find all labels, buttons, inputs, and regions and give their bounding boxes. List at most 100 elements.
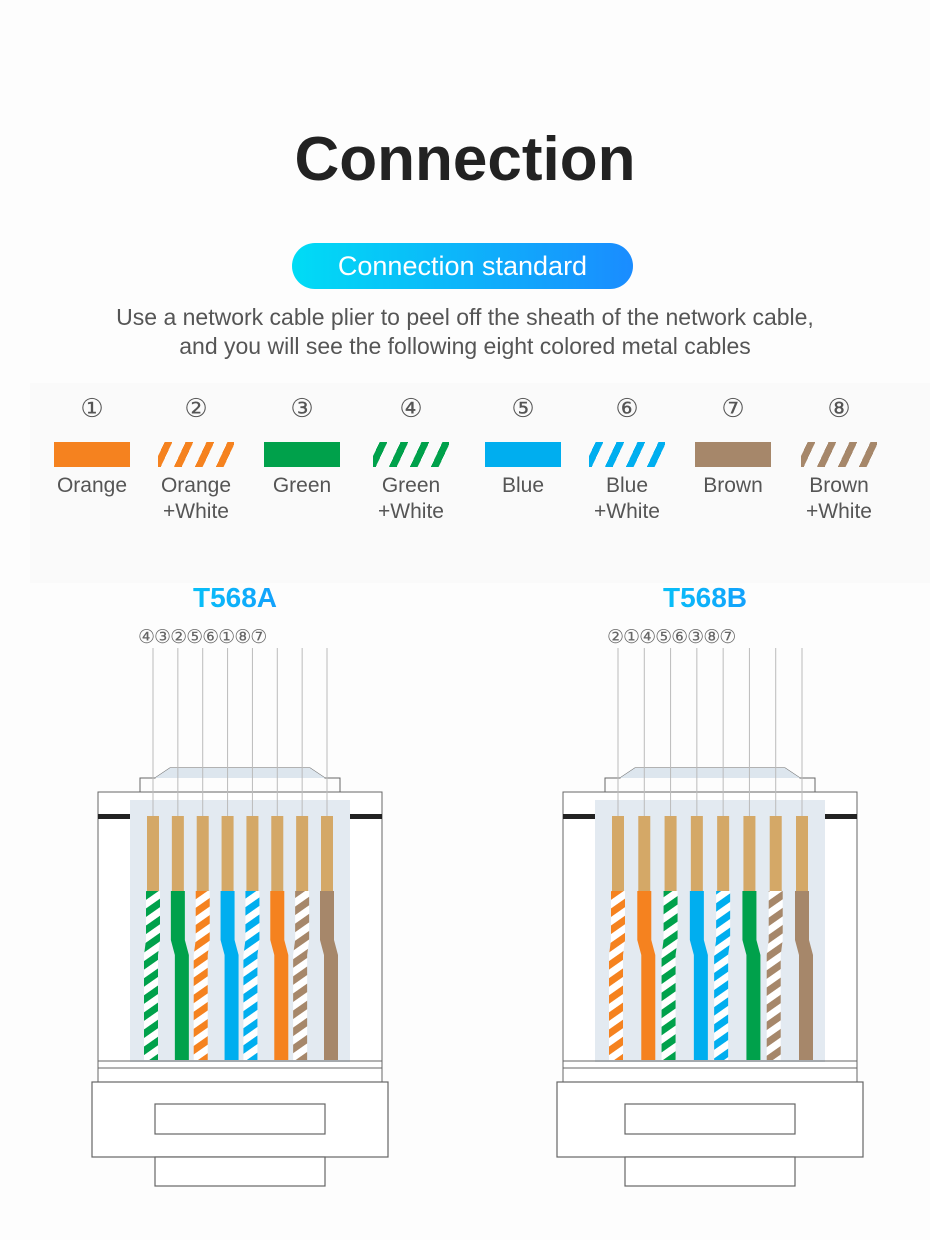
wire-label: Green xyxy=(381,474,441,497)
wire-pin-8 xyxy=(795,648,813,1060)
wire-green-white xyxy=(144,891,160,1060)
wire-green-white xyxy=(661,891,678,1060)
wire-label: Orange xyxy=(56,474,128,497)
standard-title-t568a: T568A xyxy=(135,578,335,618)
wire-number: ① xyxy=(80,394,104,424)
connector-inner xyxy=(595,800,825,1062)
legend-item-5: ⑤ Blue xyxy=(468,392,578,499)
gold-contact xyxy=(271,816,284,891)
wire-green xyxy=(742,891,761,1060)
gold-contact xyxy=(743,816,756,891)
wire-number: ③ xyxy=(290,394,314,424)
wire-blue xyxy=(689,891,708,1060)
wire-label: Blue xyxy=(501,474,545,497)
gold-contact xyxy=(717,816,730,891)
description-line-2: and you will see the following eight col… xyxy=(179,333,751,359)
color-swatch-orange-white xyxy=(158,442,234,467)
wire-blue-white xyxy=(243,891,260,1060)
color-legend-background xyxy=(30,383,930,583)
wire-label: Blue xyxy=(605,474,649,497)
gold-contact xyxy=(796,816,808,891)
wire-label-suffix: +White xyxy=(163,500,229,523)
gold-contact xyxy=(769,816,782,891)
wire-number: ② xyxy=(184,394,208,424)
legend-item-6: ⑥ Blue +White xyxy=(572,392,682,525)
color-swatch-green-white xyxy=(373,442,449,467)
wire-pin-5 xyxy=(243,648,260,1060)
wire-pin-1 xyxy=(144,648,160,1060)
legend-item-2: ② Orange +White xyxy=(141,392,251,525)
connector-inner xyxy=(130,800,350,1062)
connector-tail xyxy=(154,1156,326,1187)
wire-number: ⑧ xyxy=(827,394,851,424)
black-bar-left xyxy=(98,814,130,819)
black-bar-right xyxy=(350,814,382,819)
wire-label-suffix: +White xyxy=(378,500,444,523)
wire-blue xyxy=(220,891,239,1060)
wire-brown xyxy=(320,891,338,1060)
gold-contact xyxy=(612,816,624,891)
latch-slot xyxy=(154,1103,326,1135)
gold-contact xyxy=(196,816,209,891)
color-swatch-orange xyxy=(54,442,130,467)
gold-contact xyxy=(296,816,309,891)
gold-contact xyxy=(690,816,703,891)
wire-orange-white xyxy=(609,891,625,1060)
gold-contact xyxy=(638,816,651,891)
wire-orange xyxy=(270,891,289,1060)
wire-pin-6 xyxy=(742,648,761,1060)
black-bar-right xyxy=(825,814,857,819)
wire-pin-2 xyxy=(637,648,656,1060)
color-swatch-brown-white xyxy=(801,442,877,467)
wire-pin-5 xyxy=(714,648,731,1060)
wire-label: Brown xyxy=(703,474,763,497)
connector-tab xyxy=(155,768,325,778)
wire-pin-2 xyxy=(170,648,189,1060)
pin-order-t568b: ②①④⑤⑥③⑧⑦ xyxy=(607,626,736,648)
color-swatch-blue-white xyxy=(589,442,665,467)
gold-contact xyxy=(147,816,159,891)
wire-label: Green xyxy=(272,474,332,497)
rj45-connector-t568b xyxy=(556,648,864,1187)
description: Use a network cable plier to peel off th… xyxy=(0,303,930,361)
gold-contact xyxy=(664,816,677,891)
wire-pin-8 xyxy=(320,648,338,1060)
wire-number: ⑥ xyxy=(615,394,639,424)
page-title: Connection xyxy=(294,125,636,194)
standard-title-t568b: T568B xyxy=(605,578,805,618)
wire-pin-3 xyxy=(193,648,210,1060)
color-swatch-brown xyxy=(695,442,771,467)
wire-brown xyxy=(795,891,813,1060)
wire-green xyxy=(170,891,189,1060)
section-pill: Connection standard xyxy=(292,243,633,289)
wire-brown-white xyxy=(766,891,783,1060)
rj45-connector-t568a xyxy=(91,648,389,1187)
wire-pin-4 xyxy=(689,648,708,1060)
gold-contact xyxy=(171,816,184,891)
legend-item-3: ③ Green xyxy=(247,392,357,499)
wire-pin-6 xyxy=(270,648,289,1060)
pin-order-t568a: ④③②⑤⑥①⑧⑦ xyxy=(138,626,267,648)
wire-orange-white xyxy=(193,891,210,1060)
legend-item-7: ⑦ Brown xyxy=(678,392,788,499)
wire-pin-7 xyxy=(766,648,783,1060)
legend-item-4: ④ Green +White xyxy=(356,392,466,525)
wire-number: ⑦ xyxy=(721,394,745,424)
gold-contact xyxy=(221,816,234,891)
wire-blue-white xyxy=(714,891,731,1060)
wire-orange xyxy=(637,891,656,1060)
wire-number: ④ xyxy=(399,394,423,424)
gold-contact xyxy=(321,816,333,891)
legend-item-1: ① Orange xyxy=(37,392,147,499)
wire-label: Brown xyxy=(809,474,869,497)
wire-number: ⑤ xyxy=(511,394,535,424)
wire-brown-white xyxy=(293,891,310,1060)
gold-contact xyxy=(246,816,259,891)
wire-label-suffix: +White xyxy=(594,500,660,523)
wire-label: Orange xyxy=(160,474,232,497)
black-bar-left xyxy=(563,814,595,819)
wire-pin-4 xyxy=(220,648,239,1060)
color-swatch-green xyxy=(264,442,340,467)
wire-pin-1 xyxy=(609,648,625,1060)
